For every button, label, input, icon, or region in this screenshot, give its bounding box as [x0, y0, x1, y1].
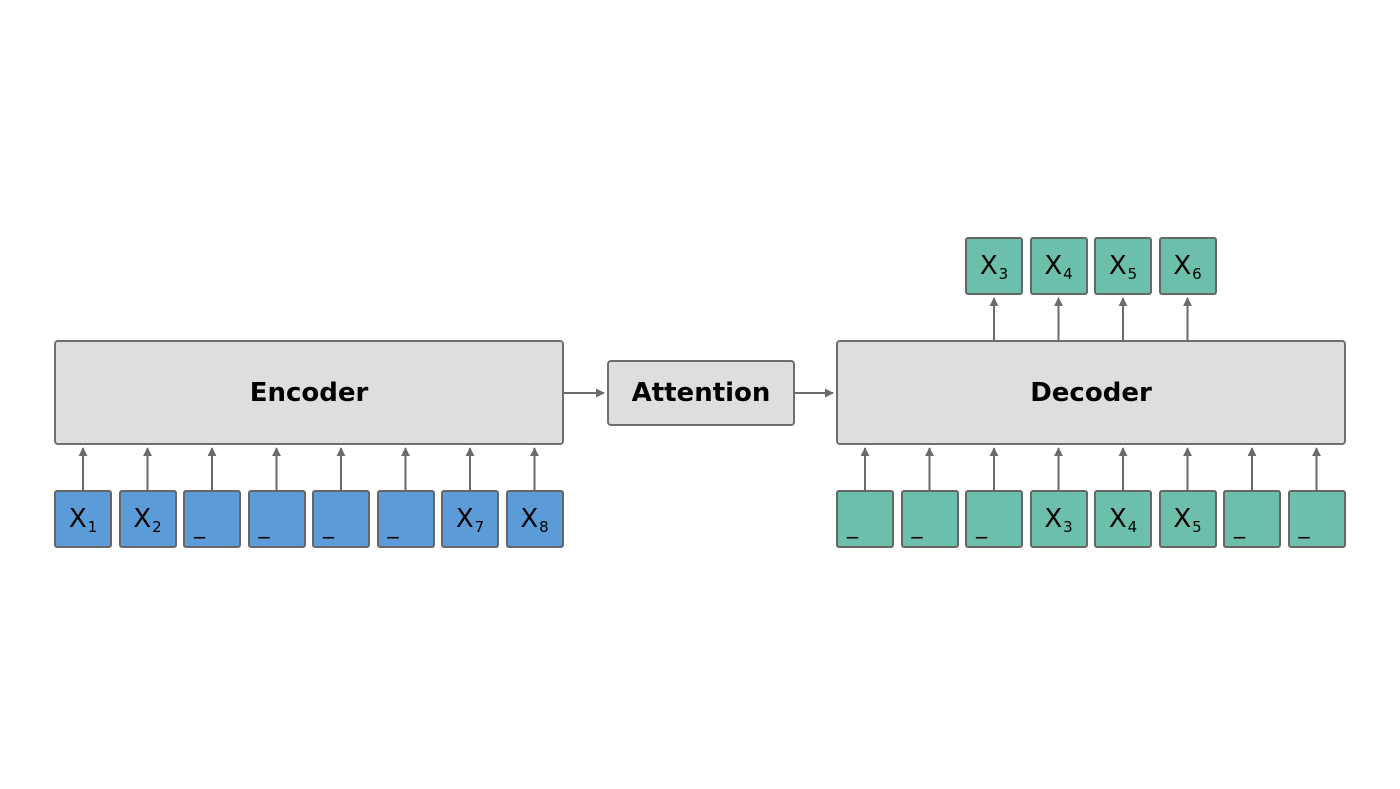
mask-token-glyph: _: [387, 514, 399, 539]
token-base: X: [1108, 251, 1127, 281]
token-base: X: [979, 251, 998, 281]
decoder-block: Decoder: [836, 340, 1346, 445]
mask-token-glyph: _: [1298, 514, 1310, 539]
token-subscript: 2: [152, 518, 162, 536]
encoder-label: Encoder: [249, 377, 369, 408]
token-base: X: [1108, 504, 1127, 534]
encoder-input-token: _: [183, 490, 241, 548]
token-base: X: [1173, 251, 1192, 281]
decoder-input-token: _: [900, 490, 959, 548]
attention-block: Attention: [607, 360, 795, 426]
encoder-input-token: _: [376, 490, 435, 548]
token-subscript: 5: [1127, 265, 1138, 283]
decoder-input-token: _: [1287, 490, 1346, 548]
mask-token-glyph: _: [1234, 514, 1245, 539]
token-base: X: [1044, 504, 1063, 534]
token-subscript: 8: [539, 518, 549, 536]
token-subscript: 5: [1192, 518, 1202, 536]
mask-token-glyph: _: [847, 514, 858, 539]
token-subscript: 4: [1063, 265, 1073, 283]
token-subscript: 3: [998, 265, 1009, 283]
token-subscript: 6: [1192, 265, 1202, 283]
decoder-input-token: _: [1223, 490, 1281, 548]
mask-token-glyph: _: [976, 514, 987, 539]
mask-token-glyph: _: [323, 514, 334, 539]
token-subscript: 4: [1127, 518, 1138, 536]
token-subscript: 7: [474, 518, 485, 536]
token-base: X: [1173, 504, 1192, 534]
encoder-input-token: _: [312, 490, 370, 548]
encoder-input-token: _: [247, 490, 306, 548]
attention-label: Attention: [631, 378, 771, 408]
token-base: X: [133, 504, 152, 534]
encoder-block: Encoder: [54, 340, 564, 445]
token-base: X: [68, 504, 87, 534]
mask-token-glyph: _: [258, 514, 270, 539]
mask-token-glyph: _: [911, 514, 923, 539]
token-base: X: [1044, 251, 1063, 281]
decoder-input-token: _: [965, 490, 1023, 548]
token-base: X: [520, 504, 539, 534]
token-subscript: 1: [87, 518, 98, 536]
token-base: X: [455, 504, 474, 534]
token-subscript: 3: [1063, 518, 1073, 536]
mask-token-glyph: _: [194, 514, 205, 539]
decoder-input-token: _: [836, 490, 894, 548]
decoder-label: Decoder: [1030, 377, 1152, 408]
